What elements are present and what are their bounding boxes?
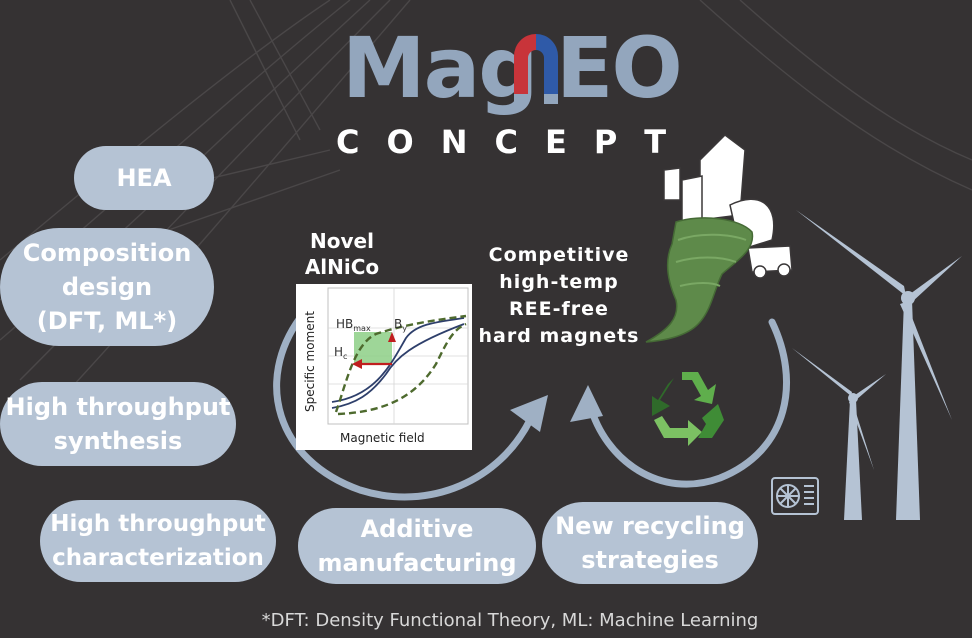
hea-pill-label: HEA: [116, 164, 172, 192]
goal-line-2: high-temp: [499, 271, 619, 293]
by-label: B: [394, 317, 402, 331]
recycling-line-2: strategies: [581, 546, 719, 574]
novel-alnico-label: Novel AlNiCo: [290, 228, 394, 280]
characterization-pill: High throughput characterization: [40, 500, 276, 582]
composition-line-2: design: [61, 273, 153, 301]
svg-text:Hc: Hc: [334, 345, 347, 361]
magnet-icon: [514, 34, 558, 104]
goal-label: Competitive high-temp REE-free hard magn…: [470, 242, 648, 350]
hc-label: H: [334, 345, 343, 359]
recycling-line-1: New recycling: [555, 512, 745, 540]
additive-line-2: manufacturing: [317, 549, 517, 577]
synthesis-line-2: synthesis: [53, 427, 183, 455]
characterization-line-2: characterization: [52, 545, 264, 571]
hea-pill: HEA: [74, 146, 214, 210]
composition-line-1: Composition: [22, 239, 192, 267]
logo-text-right: EO: [556, 19, 683, 117]
logo-text-left: Mag: [342, 19, 538, 117]
composition-pill: Composition design (DFT, ML*): [0, 228, 214, 346]
synthesis-pill: High throughput synthesis: [0, 382, 236, 466]
characterization-line-1: High throughput: [50, 511, 266, 537]
hysteresis-graph: HBmax By Hc Specific moment Magnetic fie…: [296, 284, 472, 450]
x-axis-label: Magnetic field: [340, 431, 425, 445]
hc-sub: c: [343, 352, 347, 361]
by-sub: y: [402, 324, 407, 333]
svg-text:HBmax: HBmax: [336, 317, 371, 333]
y-axis-label: Specific moment: [303, 311, 317, 412]
hb-sub: max: [353, 324, 371, 333]
novel-line-2: AlNiCo: [304, 255, 380, 279]
footnote: *DFT: Density Functional Theory, ML: Mac…: [261, 610, 759, 631]
additive-line-1: Additive: [360, 515, 474, 543]
hb-label: HB: [336, 317, 353, 331]
recycling-pill: New recycling strategies: [542, 502, 758, 584]
svg-text:By: By: [394, 317, 407, 333]
composition-line-3: (DFT, ML*): [36, 307, 178, 335]
hysteresis-plot: HBmax By Hc Specific moment Magnetic fie…: [303, 287, 469, 445]
goal-line-4: hard magnets: [478, 325, 640, 347]
magneo-logo: Mag EO: [330, 18, 700, 118]
synthesis-line-1: High throughput: [5, 393, 231, 421]
additive-pill: Additive manufacturing: [298, 508, 536, 584]
goal-line-1: Competitive: [488, 244, 630, 266]
concept-subtitle: CONCEPT: [336, 123, 694, 161]
goal-line-3: REE-free: [509, 298, 609, 320]
novel-line-1: Novel: [310, 229, 374, 253]
